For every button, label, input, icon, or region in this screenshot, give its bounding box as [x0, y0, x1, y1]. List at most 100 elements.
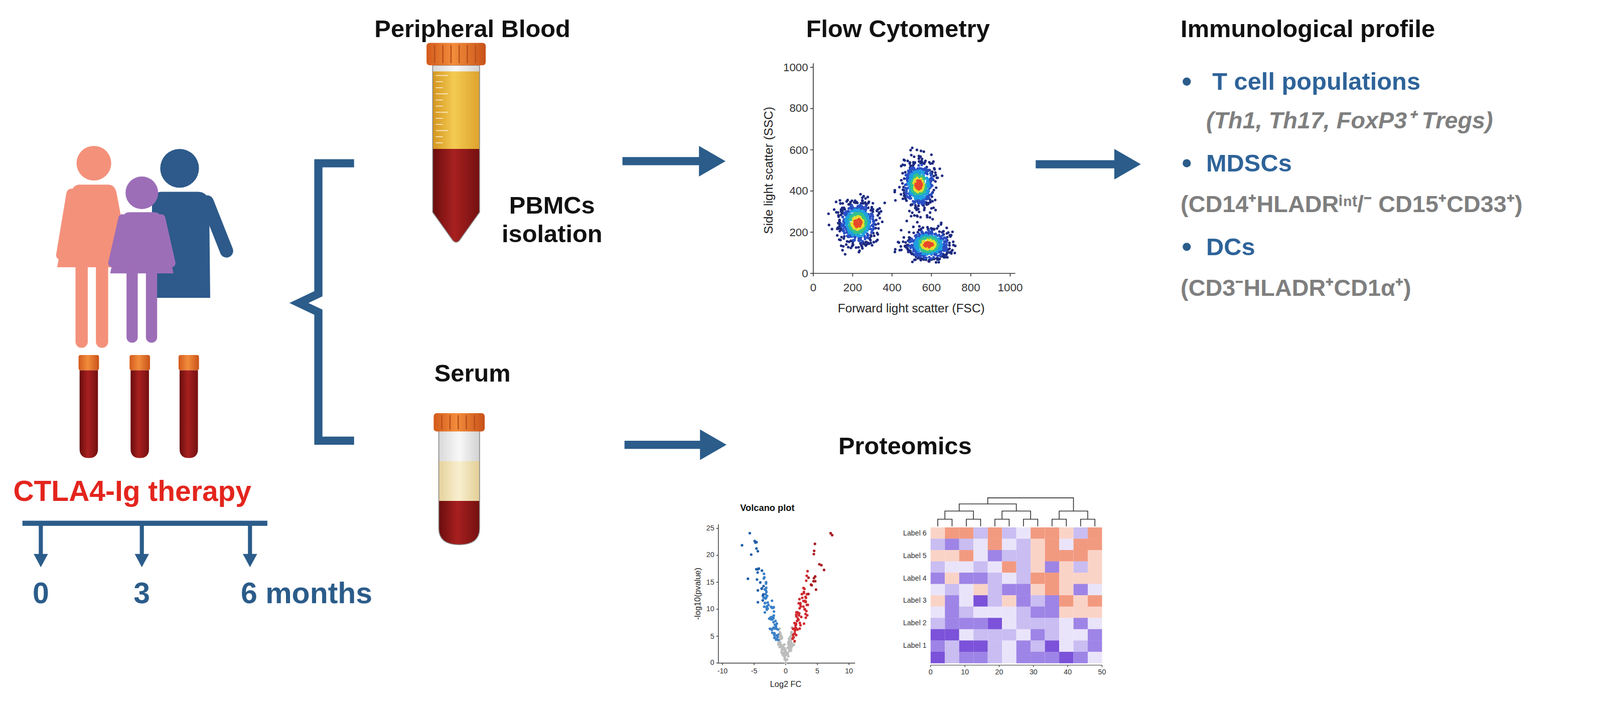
event-dot — [899, 193, 903, 196]
event-dot — [923, 206, 926, 210]
tick-mark — [1009, 273, 1011, 277]
event-dot — [853, 238, 856, 242]
event-dot — [949, 235, 952, 238]
event-dot — [934, 261, 938, 264]
event-dot — [911, 203, 914, 206]
event-dot — [935, 176, 939, 180]
event-dot — [870, 214, 874, 218]
event-dot — [854, 246, 858, 249]
event-dot — [911, 260, 914, 264]
event-dot — [938, 167, 942, 171]
event-dot — [849, 239, 852, 243]
tick-mark — [852, 273, 854, 277]
event-dot — [917, 204, 920, 208]
event-dot — [912, 225, 915, 229]
event-dot — [928, 211, 932, 214]
event-dot — [932, 255, 935, 259]
tick-mark — [848, 663, 849, 666]
event-dot — [858, 193, 862, 196]
event-dot — [906, 159, 910, 163]
event-dot — [925, 214, 929, 217]
tick-mark — [716, 609, 719, 610]
event-dot — [841, 227, 845, 231]
tick-mark — [716, 582, 719, 584]
event-dot — [878, 216, 882, 220]
event-dot — [953, 251, 956, 255]
tick-mark — [716, 528, 719, 529]
event-dot — [934, 186, 938, 190]
event-dot — [843, 208, 846, 211]
tick-mark — [891, 273, 893, 277]
event-dot — [909, 149, 912, 152]
graduation-mark — [435, 105, 443, 107]
serum-tube — [433, 413, 485, 545]
event-dot — [911, 211, 914, 215]
volcano-plot — [716, 524, 856, 666]
event-dot — [838, 199, 841, 202]
event-dot — [834, 200, 838, 204]
event-dot — [840, 235, 843, 239]
event-dot — [876, 214, 880, 217]
event-dot — [877, 227, 880, 230]
event-dot — [860, 196, 864, 200]
event-dot — [948, 241, 951, 245]
graduation-mark — [435, 142, 443, 144]
event-dot — [860, 199, 864, 203]
event-dot — [917, 157, 921, 161]
event-dot — [925, 180, 929, 183]
event-dot — [836, 211, 840, 214]
tick-mark — [721, 663, 723, 666]
tick-mark — [812, 273, 814, 277]
event-dot — [917, 183, 920, 186]
axis-line — [812, 63, 814, 274]
tick-mark — [810, 231, 814, 233]
event-dot — [875, 209, 879, 213]
event-dot — [933, 168, 936, 171]
event-dot — [909, 197, 913, 200]
event-dot — [916, 220, 919, 224]
event-dot — [940, 174, 944, 178]
tick-mark — [810, 149, 814, 151]
event-dot — [871, 217, 875, 221]
event-dot — [945, 232, 949, 235]
event-dot — [917, 164, 920, 167]
graduation-mark — [435, 136, 443, 138]
event-dot — [903, 159, 906, 162]
event-dot — [945, 226, 948, 230]
event-dot — [832, 208, 836, 211]
graduation-mark — [435, 93, 448, 95]
event-dot — [920, 163, 923, 167]
event-dot — [870, 224, 874, 227]
event-dot — [919, 216, 922, 219]
event-dot — [870, 230, 874, 233]
event-dot — [908, 209, 911, 213]
tick-mark — [810, 272, 814, 274]
graduation-mark — [435, 99, 443, 101]
event-dot — [933, 198, 937, 202]
tick-mark — [716, 663, 719, 664]
event-dot — [917, 157, 921, 160]
event-dot — [877, 222, 880, 226]
scatter-plot — [810, 63, 1016, 277]
event-dot — [947, 251, 951, 254]
event-dot — [870, 214, 874, 218]
event-dot — [943, 240, 946, 243]
event-dot — [912, 155, 916, 159]
event-dot — [936, 224, 940, 228]
event-dot — [925, 256, 928, 259]
event-dot — [951, 230, 954, 234]
event-dot — [847, 210, 850, 213]
event-dot — [900, 179, 903, 182]
event-dot — [926, 242, 930, 246]
event-dot — [863, 197, 867, 200]
event-dot — [934, 171, 937, 175]
event-dot — [902, 236, 906, 239]
event-dot — [936, 254, 939, 258]
event-dot — [918, 225, 921, 228]
event-dot — [919, 149, 923, 153]
tick-mark — [931, 273, 933, 277]
event-dot — [837, 215, 840, 218]
event-dot — [842, 235, 846, 238]
event-dot — [844, 243, 848, 246]
event-dot — [952, 243, 955, 247]
